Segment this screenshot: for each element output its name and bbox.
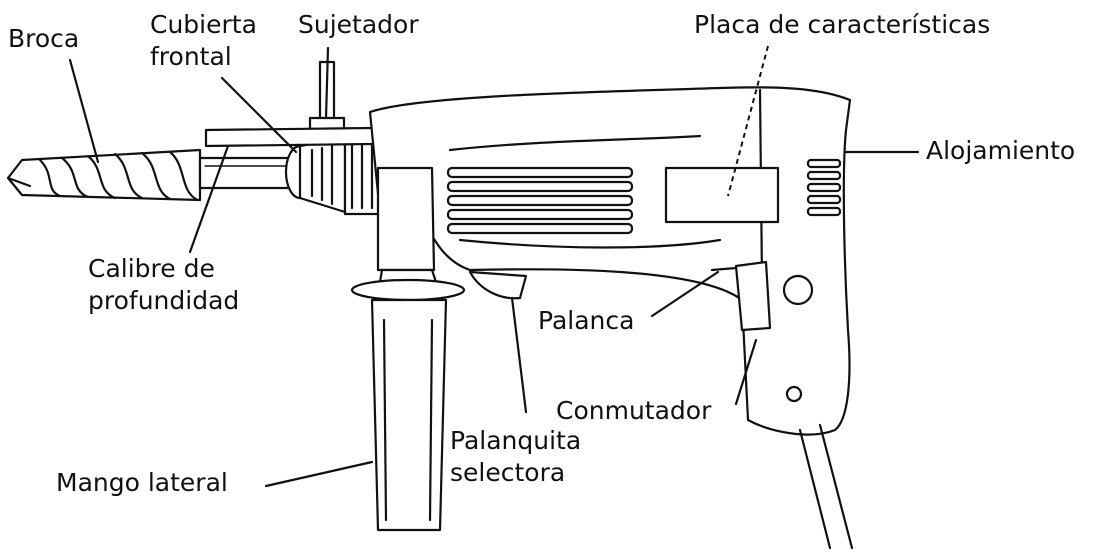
label-cubierta-frontal-line2: frontal xyxy=(150,42,232,71)
selector-lever xyxy=(468,270,528,300)
nameplate xyxy=(664,166,780,224)
label-conmutador: Conmutador xyxy=(556,396,712,425)
leader-lines xyxy=(68,45,920,488)
power-cord xyxy=(798,423,854,550)
trigger-switch xyxy=(710,260,772,332)
side-handle xyxy=(350,166,466,532)
label-palanca: Palanca xyxy=(538,306,635,335)
drill-bit xyxy=(6,148,294,202)
label-palanquita-line2: selectora xyxy=(450,458,566,487)
label-sujetador: Sujetador xyxy=(298,10,419,39)
label-cubierta-frontal-line1: Cubierta xyxy=(150,10,257,39)
label-placa-caracteristicas: Placa de características xyxy=(694,10,991,39)
label-broca: Broca xyxy=(8,24,80,53)
label-alojamiento: Alojamiento xyxy=(926,136,1076,165)
label-calibre-line2: profundidad xyxy=(88,286,240,315)
body-housing xyxy=(368,86,852,436)
label-palanquita-line1: Palanquita xyxy=(450,426,582,455)
label-mango-lateral: Mango lateral xyxy=(56,468,228,497)
vent-slots xyxy=(446,166,634,235)
lock-button xyxy=(782,274,814,306)
label-calibre-line1: Calibre de xyxy=(88,254,215,283)
screw xyxy=(785,385,803,403)
rear-vents xyxy=(806,158,842,217)
front-cover-chuck xyxy=(284,130,382,216)
